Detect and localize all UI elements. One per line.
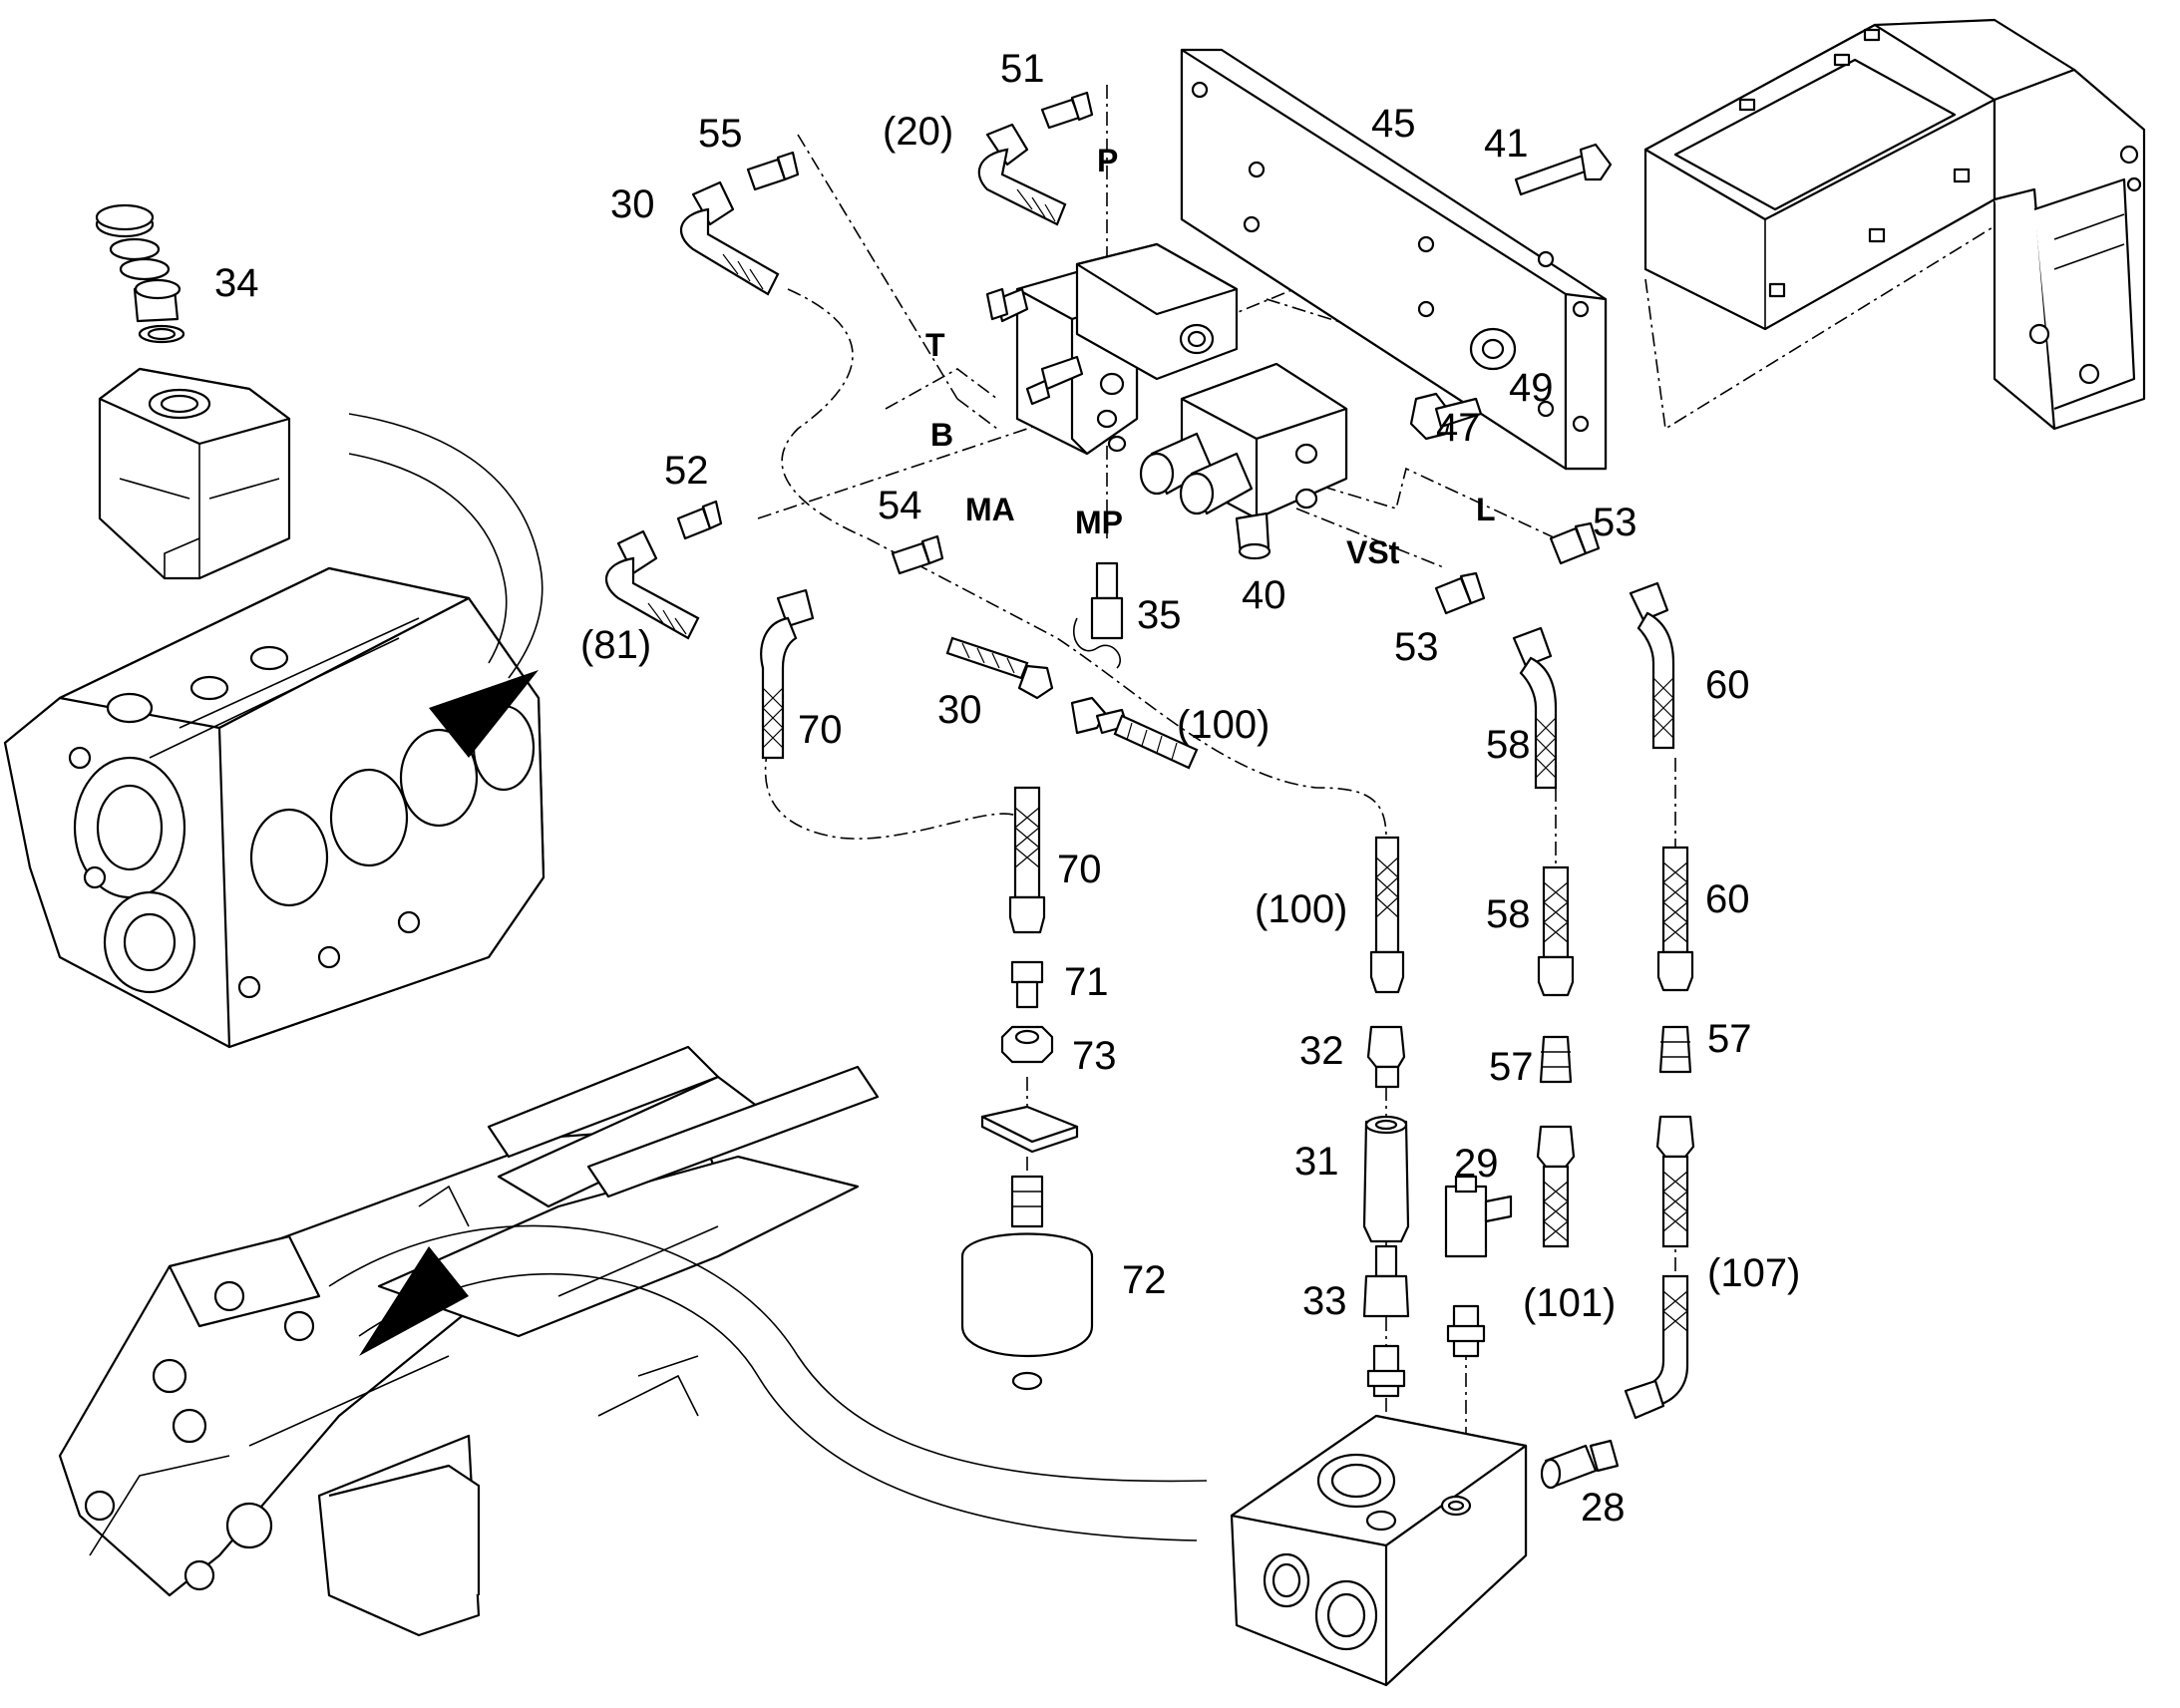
hose-100-lower [1369, 836, 1405, 994]
hose-60-lower [1656, 846, 1694, 992]
label-45: 45 [1371, 102, 1416, 146]
port-label-MP: MP [1075, 505, 1123, 540]
fitting-51 [1040, 91, 1094, 130]
solenoid-knobs [1139, 432, 1254, 515]
label-101: (101) [1523, 1281, 1616, 1325]
filler-cap-assembly [95, 203, 185, 344]
port-label-B: B [930, 417, 953, 453]
part-labels: 51 (20) 55 30 34 45 41 47 49 52 (81) 54 … [214, 47, 1800, 1530]
screw-41 [1514, 143, 1613, 196]
hose-70-lower [1008, 786, 1046, 934]
label-30-middle: 30 [937, 688, 982, 732]
accumulator-72 [960, 1175, 1094, 1391]
engine-block [3, 566, 545, 1049]
label-52: 52 [664, 449, 709, 493]
label-53-right: 53 [1593, 501, 1637, 544]
hose-60-upper [1629, 581, 1675, 750]
label-70-lower: 70 [1057, 848, 1102, 891]
valve-block [985, 242, 1348, 560]
test-point-35 [1072, 561, 1124, 669]
battery-box-bracket [1643, 18, 2146, 431]
label-73: 73 [1072, 1034, 1117, 1078]
fitting-28 [1540, 1439, 1620, 1490]
routing-band-lower [328, 1224, 1208, 1483]
label-58-upper: 58 [1486, 723, 1531, 767]
label-53-left: 53 [1394, 625, 1439, 669]
label-100-lower: (100) [1255, 887, 1347, 931]
label-72: 72 [1122, 1258, 1167, 1302]
fitting-54 [891, 534, 944, 575]
label-29: 29 [1454, 1142, 1499, 1186]
fitting-57-left [1539, 1035, 1573, 1084]
fitting-71 [1010, 960, 1044, 1009]
label-31: 31 [1294, 1140, 1339, 1184]
label-40: 40 [1242, 573, 1286, 617]
fitting-55 [746, 151, 800, 191]
label-35: 35 [1137, 593, 1182, 637]
label-54: 54 [878, 484, 922, 527]
label-32: 32 [1299, 1029, 1344, 1073]
label-81: (81) [580, 623, 651, 667]
label-70-upper: 70 [798, 708, 843, 752]
label-34: 34 [214, 261, 259, 305]
hose-70-upper [760, 588, 815, 760]
routing-band-upper-inner [348, 453, 508, 664]
label-71: 71 [1064, 960, 1109, 1004]
reservoir-housing [98, 367, 291, 580]
tee-fitting-29 [1444, 1175, 1513, 1358]
port-label-P: P [1097, 143, 1118, 178]
fitting-33 [1362, 1244, 1410, 1398]
label-49: 49 [1509, 366, 1554, 410]
routing-band-lower-inner [358, 1272, 1198, 1541]
label-47: 47 [1436, 406, 1481, 450]
elbow-hose-81 [605, 529, 700, 640]
label-28: 28 [1581, 1486, 1626, 1530]
port-label-VSt: VSt [1346, 534, 1400, 570]
fitting-57-right [1658, 1025, 1692, 1074]
hose-58-upper [1512, 626, 1558, 790]
hose-107 [1624, 1115, 1695, 1420]
elbow-hose-30-top [680, 180, 780, 296]
label-20: (20) [883, 110, 953, 154]
fitting-32 [1366, 1025, 1406, 1089]
label-57-right: 57 [1707, 1017, 1752, 1061]
chassis-frame [58, 1045, 880, 1637]
routing-band-upper [348, 413, 544, 679]
hose-58-lower [1537, 865, 1575, 997]
label-51: 51 [1000, 47, 1045, 91]
fitting-52 [676, 500, 723, 540]
fitting-53-right [1549, 521, 1601, 565]
screw-47 [1409, 392, 1483, 441]
label-30-top: 30 [610, 182, 655, 226]
port-label-MA: MA [965, 492, 1015, 527]
fitting-53-left [1434, 571, 1486, 615]
manifold-block [1230, 1414, 1528, 1687]
check-valve-31 [1362, 1115, 1410, 1243]
label-60-lower: 60 [1705, 877, 1750, 921]
elbow-hose-20 [977, 123, 1067, 226]
port-labels: T P B MA MP VSt L [925, 143, 1496, 570]
nut-73 [1000, 1025, 1054, 1064]
label-41: 41 [1484, 122, 1529, 166]
hose-100-upper [1070, 696, 1199, 770]
label-100-upper: (100) [1177, 703, 1270, 747]
bracket-plate [980, 1105, 1079, 1154]
port-label-L: L [1476, 492, 1496, 527]
hose-30-middle [945, 636, 1054, 700]
label-57-left: 57 [1489, 1045, 1534, 1089]
label-55: 55 [698, 112, 743, 156]
hose-101 [1536, 1125, 1576, 1248]
washer-49 [1469, 327, 1517, 371]
label-107: (107) [1707, 1251, 1800, 1295]
label-58-lower: 58 [1486, 892, 1531, 936]
label-33: 33 [1302, 1279, 1347, 1323]
label-60-upper: 60 [1705, 663, 1750, 707]
port-label-T: T [925, 327, 945, 363]
